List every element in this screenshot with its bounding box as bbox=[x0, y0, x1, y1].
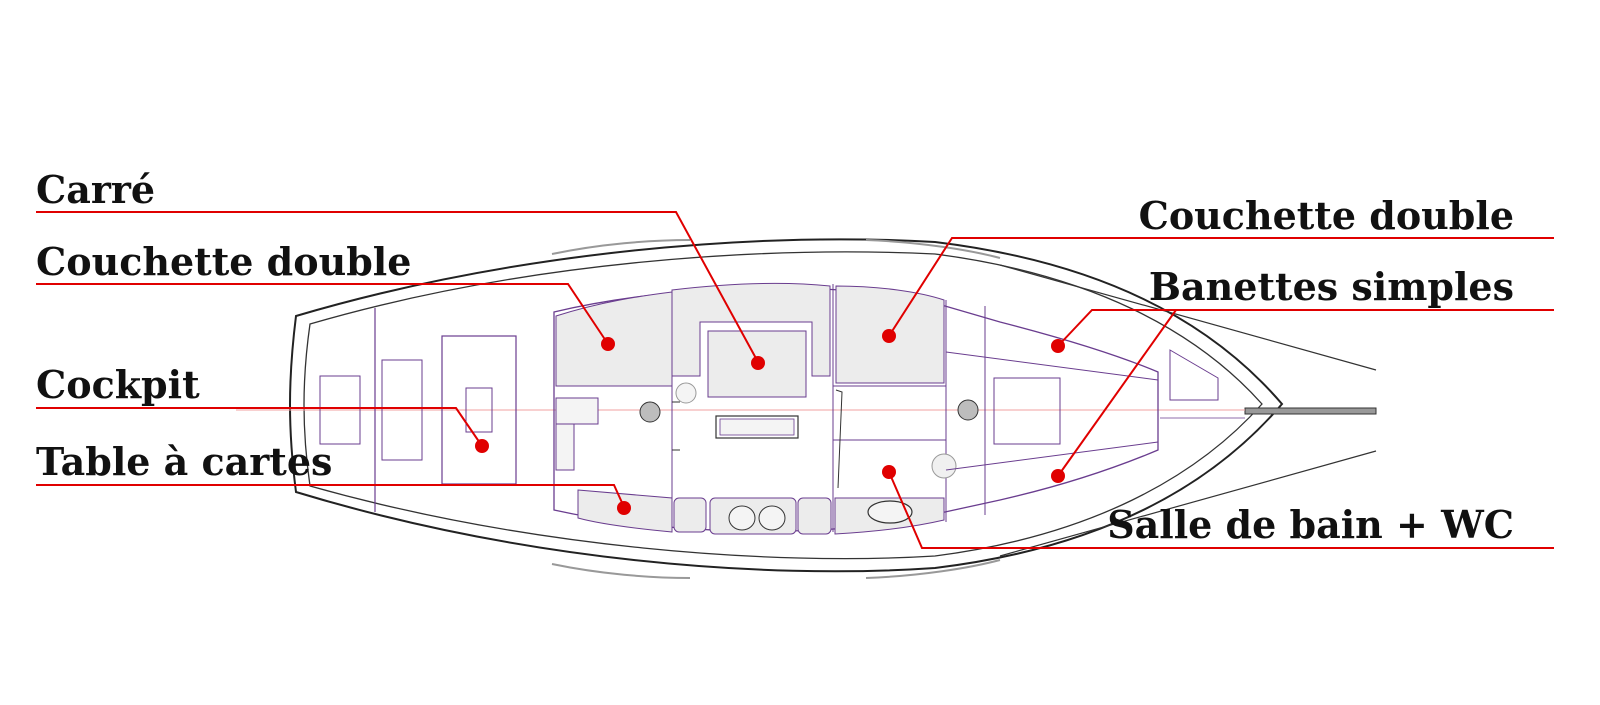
galley-unit-2 bbox=[797, 497, 832, 535]
saloon-settee bbox=[671, 282, 831, 377]
dot-couchette-left bbox=[601, 337, 615, 351]
anchor-locker bbox=[1169, 349, 1219, 401]
mast-aft bbox=[639, 401, 661, 423]
cockpit-table bbox=[465, 387, 493, 433]
label-table-a-cartes: Table à cartes bbox=[36, 439, 333, 484]
label-couchette-double-aft: Couchette double bbox=[36, 239, 412, 284]
galley-unit-1 bbox=[673, 497, 707, 533]
label-couchette-double-fwd: Couchette double bbox=[1138, 193, 1514, 238]
label-carre: Carré bbox=[36, 167, 156, 212]
dot-banettes-bottom bbox=[1051, 469, 1065, 483]
dot-cockpit bbox=[475, 439, 489, 453]
forestay-top bbox=[999, 264, 1377, 371]
hull-outline bbox=[289, 238, 1284, 573]
sink-bowl-1 bbox=[728, 505, 756, 531]
forepeak-locker bbox=[993, 377, 1061, 445]
deck-line bbox=[303, 251, 1263, 560]
companionway bbox=[555, 397, 599, 425]
door-swing bbox=[835, 389, 843, 489]
label-cockpit: Cockpit bbox=[36, 362, 200, 407]
leader-banettes bbox=[1057, 309, 1554, 347]
sink-bowl-2 bbox=[758, 505, 786, 531]
rail-stbd-aft bbox=[551, 563, 691, 579]
rail-stbd-fwd bbox=[865, 559, 1001, 579]
leader-couchette-right bbox=[888, 237, 1554, 337]
leader-banettes-2 bbox=[1057, 309, 1177, 477]
mast-fwd bbox=[957, 399, 979, 421]
stern-locker bbox=[319, 375, 361, 445]
dot-salle-de-bain bbox=[882, 465, 896, 479]
post-saloon bbox=[675, 382, 697, 404]
dot-table-cartes bbox=[617, 501, 631, 515]
cockpit-locker bbox=[381, 359, 423, 461]
leader-carre bbox=[36, 211, 759, 363]
forestay-bottom bbox=[999, 450, 1377, 557]
leader-cockpit bbox=[36, 407, 483, 447]
dot-couchette-right bbox=[882, 329, 896, 343]
dot-carre bbox=[751, 356, 765, 370]
sink-inner bbox=[719, 418, 795, 436]
vberth-top bbox=[945, 351, 1159, 381]
rail-port-aft bbox=[551, 239, 691, 255]
bowsprit bbox=[1244, 407, 1377, 415]
leader-table-cartes bbox=[36, 484, 625, 508]
aft-double-berth bbox=[555, 291, 673, 387]
steps bbox=[555, 423, 575, 471]
rail-port-fwd bbox=[865, 239, 1001, 259]
wc-bowl bbox=[867, 500, 913, 524]
leader-couchette-left bbox=[36, 283, 609, 345]
post-head bbox=[931, 453, 957, 479]
vberth-bottom bbox=[945, 441, 1159, 471]
dot-banettes-top bbox=[1051, 339, 1065, 353]
sink-unit bbox=[715, 415, 799, 439]
label-salle-de-bain: Salle de bain + WC bbox=[1107, 502, 1514, 547]
label-banettes-simples: Banettes simples bbox=[1148, 264, 1514, 309]
leader-salle-de-bain bbox=[888, 471, 1554, 549]
